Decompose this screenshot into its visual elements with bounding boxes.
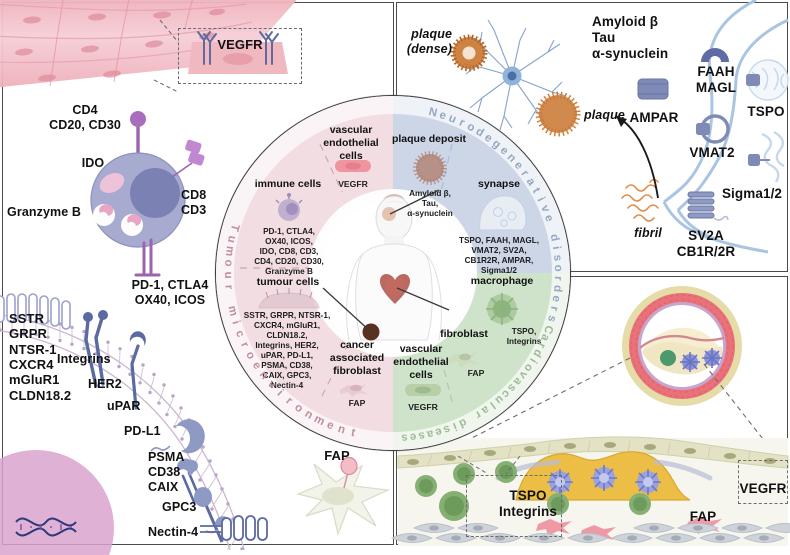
wheel-macrophage-icon [486, 293, 518, 325]
wheel-cardio-vascular-icon [405, 384, 441, 396]
membrane-label-nectin4: Nectin-4 [148, 525, 199, 539]
immune-cell-granzyme-label: Granzyme B [7, 205, 81, 219]
faah-magl-enzyme-icon [701, 48, 729, 62]
immune-cell-bottom-receptor-label: PD-1, CTLA4 OX40, ICOS [131, 278, 209, 307]
wheel-tumour-vascular-title: vascular endothelial cells [323, 124, 379, 162]
wheel-plaque-deposit-icon [413, 151, 447, 185]
fibril-to-plaque-arrow [615, 115, 659, 199]
tspo-callout-leader-lines [457, 455, 521, 475]
fibril-icon [621, 178, 659, 222]
cell-nucleus-dna-illustration [0, 450, 114, 555]
wheel-cardio-fibroblast-title: fibroblast [440, 328, 488, 340]
membrane-label-pdl1: PD-L1 [124, 424, 161, 438]
wheel-macrophage-targets: TSPO, Integrins [506, 327, 542, 346]
tspo-mitochondrion-icon [746, 59, 789, 101]
wheel-synapse-targets: TSPO, FAAH, MAGL, VMAT2, SV2A, CB1R2R, A… [458, 236, 540, 275]
wheel-plaque-deposit-title: plaque deposit [391, 133, 467, 145]
atherosclerotic-plaque-illustration [390, 436, 790, 546]
vmat2-vesicle-icon [696, 114, 730, 144]
wheel-cardio-vascular-title: vascular endothelial cells [393, 343, 449, 381]
vegfr-receptor-diagram [188, 31, 288, 74]
wheel-caf-icon [340, 384, 368, 397]
immune-cell-ido-label: IDO [81, 156, 105, 170]
wheel-tumour-cell-icon [258, 288, 320, 309]
sv2a-cb1r-receptor-icon [687, 191, 729, 221]
wheel-tumour-cells-title: tumour cells [256, 276, 320, 288]
central-wheel-diagram: vascular endothelial cells VEGFR immune … [215, 95, 571, 451]
wheel-immune-targets: PD-1, CTLA4, OX40, ICOS, IDO, CD8, CD3, … [254, 227, 324, 276]
fibril-label: fibril [634, 226, 662, 240]
wheel-synapse-icon [479, 195, 527, 231]
wheel-caf-target: FAP [348, 398, 366, 408]
immune-cell-right-receptor-label: CD8 CD3 [181, 188, 207, 217]
sv2a-cb1r-label: SV2A CB1R/2R [676, 228, 736, 259]
plaque-dense-label: plaque (dense) [406, 27, 452, 56]
wheel-immune-cell-icon [275, 193, 303, 221]
sigma-label: Sigma1/2 [721, 186, 783, 201]
wheel-cardio-vascular-target: VEGFR [408, 402, 438, 412]
membrane-label-integrins: Integrins [57, 352, 111, 366]
wheel-vascular-endothelial-cell-icon [335, 160, 371, 172]
wheel-cardio-fibroblast-icon [448, 352, 479, 368]
cardio-vegfr-label: VEGFR [739, 481, 787, 496]
artery-cross-section-illustration [622, 286, 742, 406]
membrane-label-psma-cd38-caix: PSMA CD38 CAIX [148, 450, 185, 494]
fap-fibroblast-illustration [296, 456, 391, 537]
vegfr-callout-leader-lines [153, 19, 179, 93]
wheel-tumour-vascular-target: VEGFR [338, 179, 368, 189]
vegfr-callout-label: VEGFR [217, 37, 263, 52]
tspo-integrins-callout-box [466, 475, 562, 537]
macrophage-group [415, 461, 651, 521]
wheel-synapse-title: synapse [477, 178, 521, 190]
wheel-plaque-targets: Amyloid β, Tau, α-synuclein [407, 189, 453, 218]
sigma-er-icon [748, 130, 785, 183]
membrane-label-gpc3: GPC3 [162, 500, 197, 514]
cardio-fap-label: FAP [689, 509, 717, 524]
vmat2-label: VMAT2 [689, 145, 735, 160]
cardio-tspo-integrins-label: TSPO Integrins [499, 488, 557, 519]
dense-plaque-icon [450, 34, 488, 72]
ampar-label: AMPAR [629, 110, 679, 125]
membrane-label-upar: uPAR [107, 399, 141, 413]
fap-fibroblast-label: FAP [324, 448, 350, 463]
faah-magl-label: FAAH MAGL [695, 64, 737, 95]
blood-vessel-illustration [0, 0, 297, 88]
cardio-vegfr-callout-box [738, 460, 788, 504]
wheel-caf-title: cancer associated fibroblast [329, 339, 385, 377]
wheel-macrophage-title: macrophage [470, 275, 534, 287]
immune-cell-top-receptor-label: CD4 CD20, CD30 [49, 103, 121, 132]
tspo-label: TSPO [747, 104, 785, 119]
nectin4-receptor-icon [200, 515, 268, 541]
human-body-illustration [322, 189, 450, 341]
neuron-cell-outline [662, 0, 789, 254]
neuro-proteins-label: Amyloid β Tau α-synuclein [592, 14, 669, 61]
wheel-tumour-targets: SSTR, GRPR, NTSR-1, CXCR4, mGluR1, CLDN1… [243, 311, 331, 390]
membrane-left-receptor-stack-label: SSTR GRPR NTSR-1 CXCR4 mGluR1 CLDN18.2 [9, 311, 72, 403]
vegfr-callout-box [178, 28, 302, 84]
immune-cell-illustration [90, 111, 205, 277]
wheel-cardio-fibroblast-target: FAP [467, 368, 485, 378]
ampar-receptor-icon [637, 78, 669, 100]
wheel-immune-cells-title: immune cells [254, 178, 322, 190]
membrane-label-her2: HER2 [88, 377, 122, 391]
plaque-label: plaque [584, 108, 625, 122]
